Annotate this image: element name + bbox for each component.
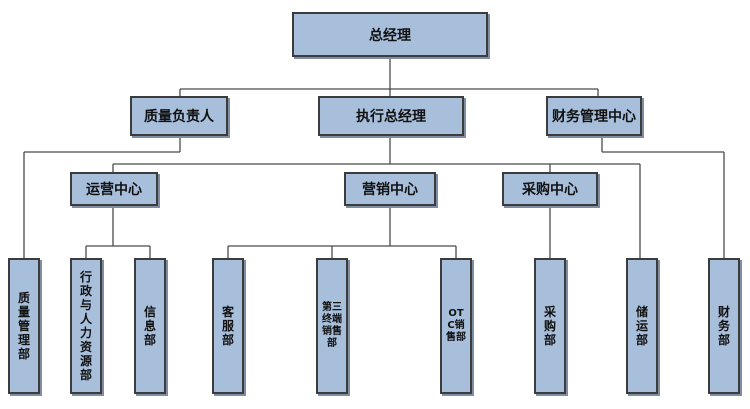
dept-purchasing-label: 采购部 bbox=[543, 305, 556, 347]
quality-lead-box: 质量负责人 bbox=[130, 96, 228, 136]
dept-quality-mgmt-label: 质量管理部 bbox=[17, 291, 30, 361]
finance-center-label: 财务管理中心 bbox=[552, 109, 636, 125]
dept-otc-sales-label: OTC销售部 bbox=[446, 308, 466, 343]
dept-finance: 财务部 bbox=[708, 258, 740, 394]
dept-info-label: 信息部 bbox=[143, 305, 156, 347]
finance-center-box: 财务管理中心 bbox=[546, 96, 642, 136]
operations-center-label: 运营中心 bbox=[86, 182, 142, 198]
dept-storage-label: 储运部 bbox=[635, 305, 648, 347]
marketing-center-box: 营销中心 bbox=[344, 172, 436, 206]
dept-quality-mgmt: 质量管理部 bbox=[8, 258, 40, 394]
dept-admin-hr-label: 行政与人力资源部 bbox=[79, 270, 92, 382]
operations-center-box: 运营中心 bbox=[70, 172, 158, 206]
ceo-label: 总经理 bbox=[369, 27, 411, 44]
executive-gm-label: 执行总经理 bbox=[356, 109, 426, 125]
executive-gm-box: 执行总经理 bbox=[318, 96, 464, 136]
ceo-box: 总经理 bbox=[292, 12, 488, 57]
quality-lead-label: 质量负责人 bbox=[144, 109, 214, 125]
dept-admin-hr: 行政与人力资源部 bbox=[70, 258, 102, 394]
dept-storage: 储运部 bbox=[626, 258, 658, 394]
procurement-center-label: 采购中心 bbox=[522, 182, 578, 198]
dept-customer-service-label: 客服部 bbox=[221, 305, 234, 347]
marketing-center-label: 营销中心 bbox=[362, 182, 418, 198]
dept-customer-service: 客服部 bbox=[212, 258, 244, 394]
procurement-center-box: 采购中心 bbox=[502, 172, 598, 206]
dept-terminal-sales-label: 第三终端销售部 bbox=[322, 302, 342, 349]
dept-purchasing: 采购部 bbox=[534, 258, 566, 394]
dept-finance-label: 财务部 bbox=[717, 305, 730, 347]
dept-info: 信息部 bbox=[134, 258, 166, 394]
dept-otc-sales: OTC销售部 bbox=[440, 258, 472, 394]
dept-terminal-sales: 第三终端销售部 bbox=[316, 258, 348, 394]
